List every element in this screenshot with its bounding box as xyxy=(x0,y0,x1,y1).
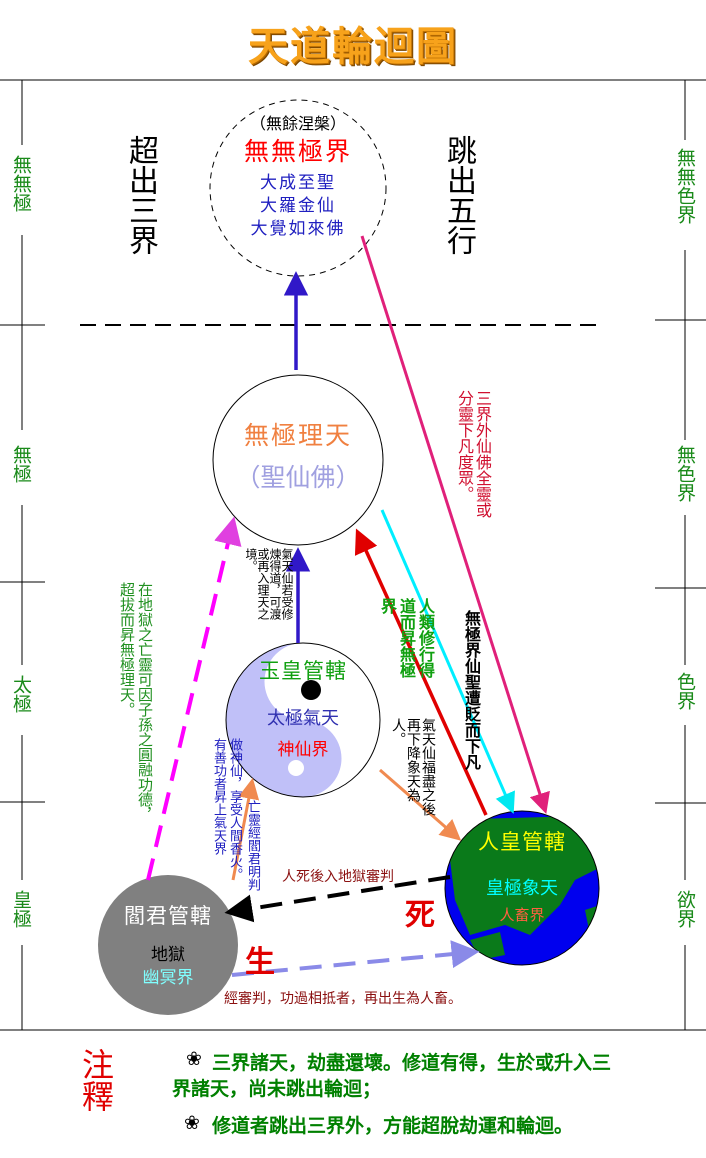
label-tiao-chu-wu-xing: 跳出五行 xyxy=(441,135,476,255)
label-chao-chu-san-jie: 超出三界 xyxy=(123,135,158,255)
annotation-fall: 無極界仙聖遭貶而下凡 xyxy=(462,610,481,770)
right-ruler xyxy=(655,80,706,1030)
left-label-huangji: 皇極 xyxy=(10,890,32,928)
top-circle-line3: 大覺如來佛 xyxy=(250,219,346,239)
top-circle-name: 無無極界 xyxy=(243,137,352,166)
hell-line2: 幽冥界 xyxy=(142,968,194,988)
annotation-rebirth: 經審判，功過相抵者，再出生為人畜。 xyxy=(224,991,462,1007)
annotation-judged: 亡靈經閻君明判 xyxy=(245,800,260,891)
arrow-birth xyxy=(231,940,480,977)
earth-line1: 皇極象天 xyxy=(486,878,558,899)
annotation-good-deeds: 做神仙，享受人間香火。有善功者昇上氣天界 xyxy=(211,738,242,881)
earth-title: 人皇管轄 xyxy=(478,830,566,854)
top-circle xyxy=(209,99,387,277)
annotation-qi-to-li: 氣天仙若受修煉得道，可渡或再入理天之境。 xyxy=(244,548,294,620)
annotation-death-arrow: 人死後入地獄審判 xyxy=(282,869,394,885)
arrow-cultivate xyxy=(354,528,488,816)
left-label-wuwuji: 無無極 xyxy=(10,155,32,212)
right-label-se: 色界 xyxy=(674,672,696,710)
right-label-wuwuse: 無無色界 xyxy=(674,148,696,224)
earth-line2: 人畜界 xyxy=(499,906,545,924)
note-item-2: 修道者跳出三界外，方能超脫劫運和輪迴。 xyxy=(212,1115,574,1137)
yin-yang-title: 玉皇管轄 xyxy=(259,659,347,683)
hell-title: 閻君管轄 xyxy=(124,904,212,928)
yin-yang-line1: 太極氣天 xyxy=(267,708,339,729)
arrow-hell-to-li xyxy=(146,516,242,881)
arrow-death xyxy=(224,875,451,923)
middle-circle xyxy=(212,374,384,546)
arrow-fall xyxy=(360,235,550,815)
flower-icon: ❀ xyxy=(186,1048,202,1070)
diagram-title: 天道輪迴圖 xyxy=(248,23,458,70)
label-birth: 生 xyxy=(245,945,275,980)
left-label-taiji: 太極 xyxy=(10,675,32,713)
notes-label: 注釋 xyxy=(77,1048,115,1112)
flower-icon: ❀ xyxy=(184,1112,200,1134)
arrow-li-down xyxy=(380,509,515,814)
top-circle-subtitle: （無餘涅槃） xyxy=(249,114,346,133)
middle-circle-sub: （聖仙佛） xyxy=(235,463,361,492)
top-circle-line1: 大成至聖 xyxy=(260,173,336,193)
top-circle-line2: 大羅金仙 xyxy=(260,196,336,216)
hell-line1: 地獄 xyxy=(151,945,185,965)
arrow-qi-down xyxy=(379,768,462,841)
right-label-wuse: 無色界 xyxy=(674,445,696,502)
yin-yang-line2: 神仙界 xyxy=(277,740,329,760)
left-label-wuji: 無極 xyxy=(10,445,32,483)
yin-yang-icon xyxy=(225,642,381,798)
annotation-qi-down: 氣天仙福盡之後再下降象天為人。 xyxy=(390,718,436,816)
left-ruler xyxy=(0,80,45,1030)
hell-circle xyxy=(98,875,238,1015)
annotation-cultivate: 人類修行得道而昇無極界 xyxy=(378,598,435,678)
note-item-1: 三界諸天，劫盡還壞。修道有得，生於或升入三界諸天，尚未跳出輪迴； xyxy=(172,1052,612,1100)
annotation-hell-to-li: 在地獄之亡靈可因子孫之圓融功德，超拔而昇無極理天。 xyxy=(118,582,154,822)
arrow-good-deeds xyxy=(231,777,260,881)
label-death: 死 xyxy=(405,898,435,933)
annotation-li-down: 三界外仙佛全靈或分靈下凡度眾。 xyxy=(455,390,492,518)
right-label-yu: 欲界 xyxy=(674,890,696,928)
middle-circle-name: 無極理天 xyxy=(243,421,352,450)
